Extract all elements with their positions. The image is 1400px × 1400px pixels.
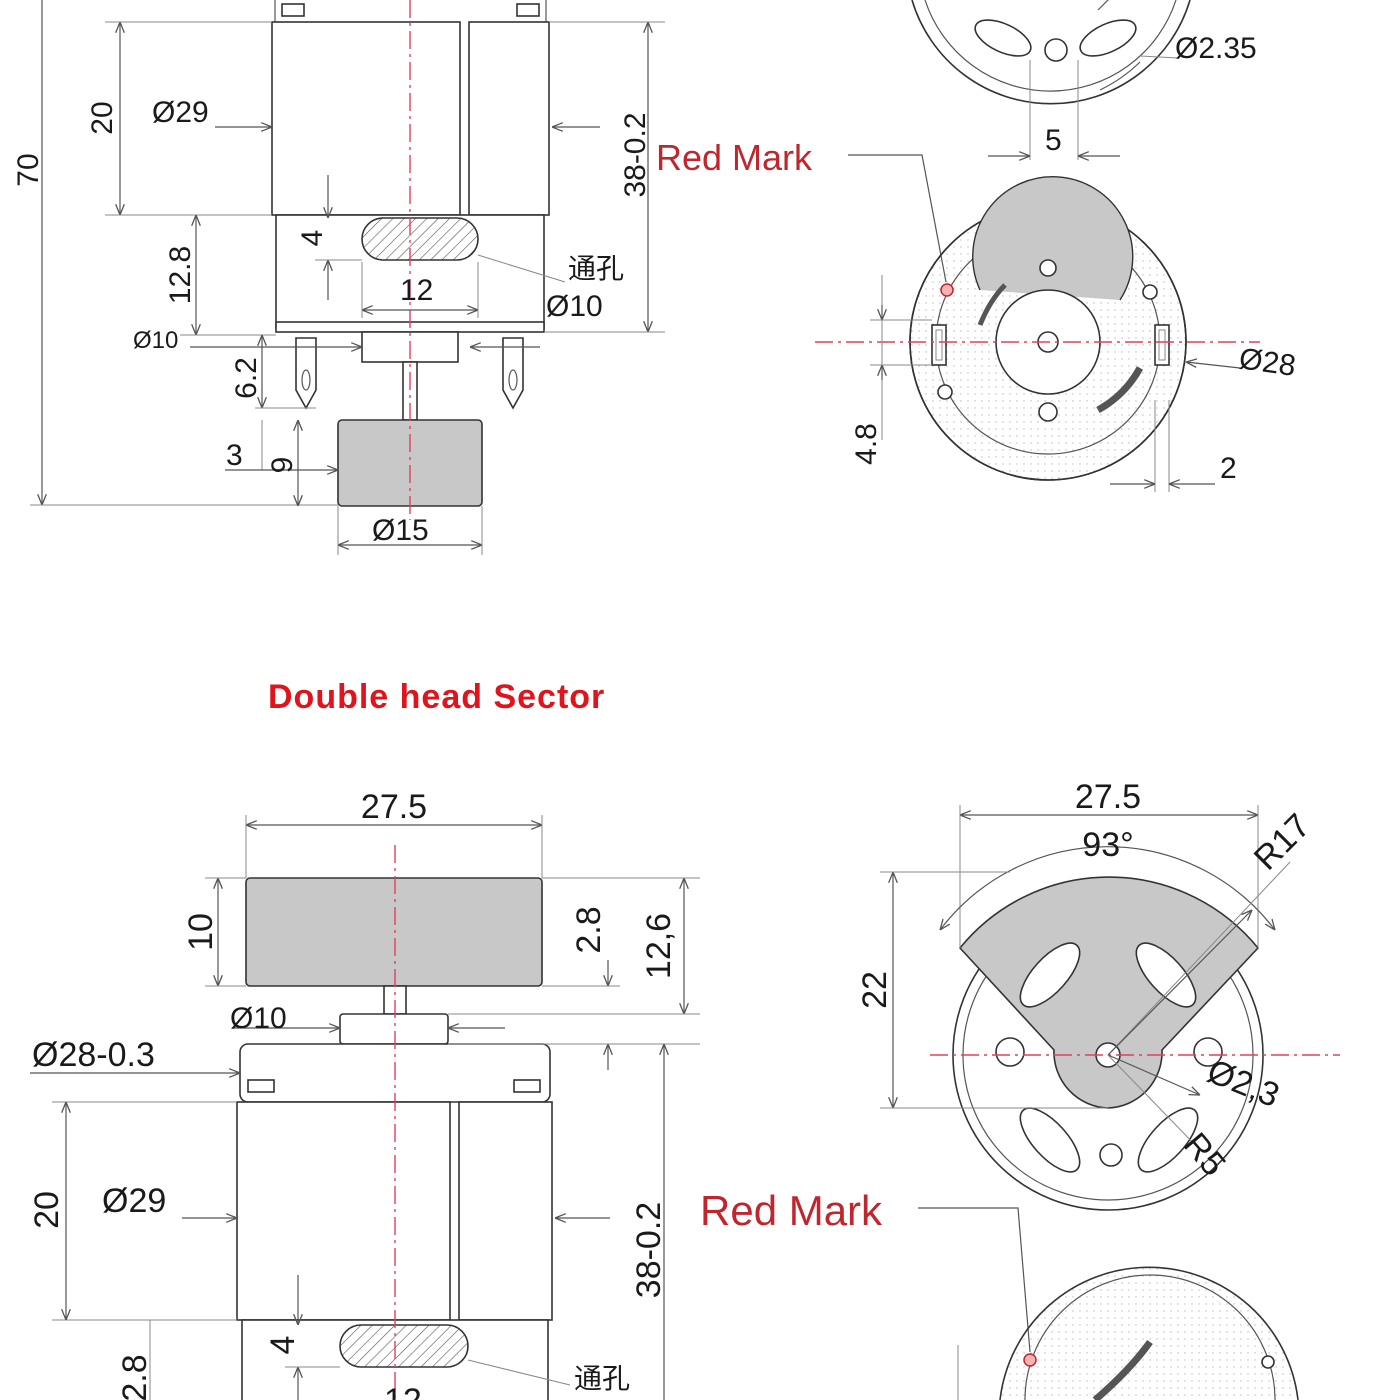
dim-can-diameter-tol: Ø28-0.3	[32, 1036, 155, 1074]
dim-boss-diameter-left: Ø10	[133, 327, 178, 354]
dim-can-height: 20	[86, 101, 119, 134]
dim-body-length: 38-0.2	[619, 112, 652, 197]
dim-overall-length: 70	[12, 153, 45, 186]
red-mark-label-bottom: Red Mark	[700, 1187, 883, 1234]
motor-can-right	[468, 21, 550, 216]
dim-sector-height-front: 22	[856, 971, 894, 1009]
shaft-boss-bottom	[339, 1013, 449, 1045]
dim-boss-diameter-bottom: Ø10	[230, 1002, 287, 1035]
dim-boss-diameter: Ø10	[546, 290, 603, 323]
motor-can-right-bottom	[458, 1101, 553, 1321]
dim-offset-right: 2	[1220, 452, 1237, 485]
dim-can-height-bottom: 20	[28, 1191, 66, 1229]
dim-pulley-height: 9	[266, 457, 299, 474]
through-hole-label: 通孔	[568, 252, 624, 285]
dim-terminal-length: 6.2	[230, 357, 263, 399]
dim-slot-length: 12	[400, 274, 433, 307]
dim-body-length-bottom: 38-0.2	[630, 1202, 668, 1298]
red-mark-label-top: Red Mark	[656, 137, 813, 178]
dim-slot-length-bottom: 12	[384, 1382, 422, 1400]
dim-slot-width-bottom: 4	[264, 1336, 302, 1355]
rear-view-top: Red Mark Ø28 4.8 2	[656, 137, 1298, 492]
dim-can-diameter: Ø29	[152, 96, 209, 129]
dim-pulley-diameter: Ø15	[372, 514, 429, 547]
sector-front-view: 27.5 93° R17 22 Ø2,3 R5	[856, 778, 1340, 1211]
dim-sector-height: 10	[182, 913, 220, 951]
rear-view-bottom: Red Mark	[700, 1187, 1299, 1400]
through-hole-label-bottom: 通孔	[574, 1362, 630, 1395]
top-end-view: Ø2.35 5	[911, 0, 1257, 160]
dim-sector-width: 27.5	[361, 788, 427, 826]
section-title: Double head Sector	[268, 678, 605, 716]
slot-hole	[361, 217, 479, 261]
dim-hole-diameter: Ø2.35	[1175, 32, 1257, 65]
pulley	[337, 419, 483, 507]
motor-can-left	[271, 21, 461, 216]
dim-shaft-gap: 2.8	[570, 906, 608, 953]
dim-gap: 3	[226, 439, 243, 472]
dim-offset-left: 4.8	[850, 423, 883, 465]
dim-can-diameter-bottom: Ø29	[102, 1182, 166, 1220]
dim-sector-front-width: 27.5	[1075, 778, 1141, 816]
dim-sector-outer-radius: R17	[1247, 807, 1318, 878]
red-mark-dot-bottom	[1023, 1353, 1037, 1367]
sector-head	[245, 877, 543, 987]
slot-hole-bottom	[339, 1324, 469, 1368]
dim-rear-diameter: Ø28	[1237, 342, 1298, 383]
top-side-view: 70 20 Ø29 38-0.2 12.8 4 12 通孔 Ø10 Ø10 6.…	[12, 0, 665, 555]
motor-can-left-bottom	[236, 1101, 451, 1321]
red-mark-dot-top	[940, 283, 954, 297]
dim-hole-spacing: 5	[1045, 124, 1062, 157]
dim-sector-angle: 93°	[1082, 826, 1133, 864]
sector-plate	[958, 876, 1260, 1109]
dim-endcap-height: 12.8	[164, 246, 197, 304]
dim-slot-width: 4	[296, 230, 329, 247]
dim-endcap-height-bottom: 2.8	[116, 1354, 154, 1400]
bottom-side-view: 27.5 10 2.8 12,6 Ø10 Ø28-0.3 20 Ø29 38-0…	[28, 788, 700, 1400]
dim-sector-offset: 12,6	[640, 913, 678, 979]
